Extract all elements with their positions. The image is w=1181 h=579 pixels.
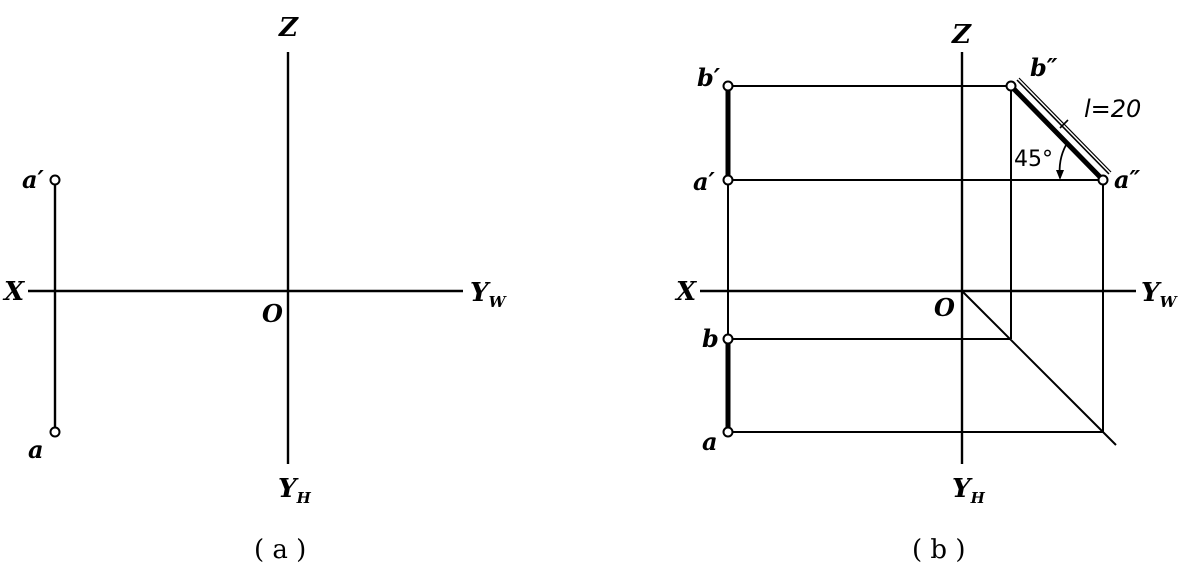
panel-a-point-a-label: a <box>28 435 44 464</box>
panel-b-yw-label: YW <box>1141 278 1179 311</box>
panel-b-dimension-line-outer <box>1018 77 1112 173</box>
panel-b-yh-main: Y <box>952 474 973 504</box>
panel-b-caption: ( b ) <box>912 535 965 565</box>
panel-b-yw-sub: W <box>1160 293 1179 311</box>
panel-b-length-label: l=20 <box>1084 95 1141 123</box>
panel-b-angle-label: 45° <box>1014 147 1053 172</box>
panel-b-point-a-prime-marker <box>722 174 734 186</box>
panel-b-point-a-marker <box>722 426 734 438</box>
panel-b-yh-sub: H <box>970 489 986 507</box>
panel-a-yh-label: YH <box>278 474 312 507</box>
panel-a-yw-main: Y <box>470 278 491 308</box>
panel-b-angle-arrow <box>1056 170 1064 180</box>
panel-b-dimension-line <box>1016 79 1110 175</box>
panel-b-point-a-prime-label: a′ <box>693 167 716 196</box>
panel-b-point-a-double-marker <box>1097 174 1109 186</box>
panel-a: Z X O YW YH a′ a ( a ) <box>2 13 508 565</box>
panel-b-point-b-label: b <box>702 324 719 353</box>
panel-a-z-label: Z <box>278 13 299 43</box>
panel-b-point-b-marker <box>722 333 734 345</box>
panel-b-x-label: X <box>674 277 698 307</box>
panel-a-point-a-prime-label: a′ <box>22 165 45 194</box>
panel-b-point-b-double-label: b″ <box>1030 53 1058 82</box>
panel-b-yw-main: Y <box>1141 278 1162 308</box>
panel-b-dimension-tick <box>1059 119 1069 129</box>
panel-a-yh-main: Y <box>278 474 299 504</box>
panel-a-yh-sub: H <box>296 489 312 507</box>
panel-a-point-a-marker <box>49 426 61 438</box>
panel-b-miter-line <box>961 290 1117 446</box>
panel-a-yw-label: YW <box>470 278 508 311</box>
panel-b-z-label: Z <box>951 20 972 50</box>
panel-b-yh-label: YH <box>952 474 986 507</box>
panel-b-point-a-label: a <box>702 427 718 456</box>
panel-b-point-b-double-marker <box>1005 80 1017 92</box>
panel-a-point-a-prime-marker <box>49 174 61 186</box>
panel-a-origin-label: O <box>262 299 283 328</box>
panel-b-point-b-prime-marker <box>722 80 734 92</box>
panel-b-point-b-prime-label: b′ <box>697 63 721 92</box>
panel-b: Z X O YW YH b′ a′ b a b″ a″ l=20 45° ( b… <box>674 20 1179 565</box>
panel-a-yw-sub: W <box>489 293 508 311</box>
panel-a-x-label: X <box>2 277 26 307</box>
panel-b-point-a-double-label: a″ <box>1114 165 1141 194</box>
panel-b-origin-label: O <box>934 293 955 322</box>
panel-a-caption: ( a ) <box>254 535 306 565</box>
panel-b-segment-b-double-a-double <box>1009 84 1105 182</box>
